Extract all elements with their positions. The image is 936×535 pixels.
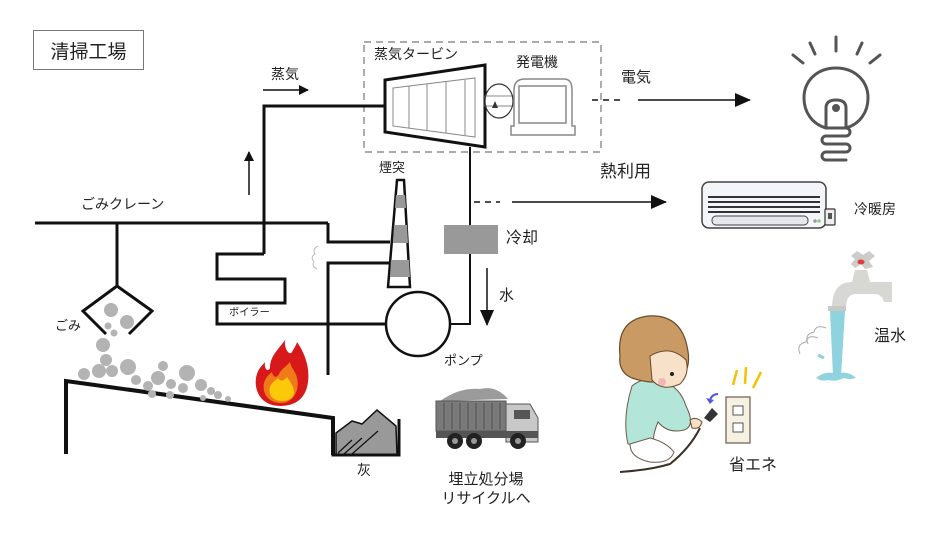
boiler-tubes — [215, 252, 385, 326]
garbage-label: ごみ — [55, 319, 82, 334]
turbine-blades — [392, 77, 476, 138]
water-label: 水 — [499, 286, 515, 304]
cooling-block — [444, 225, 498, 254]
smoke-puff — [311, 245, 319, 270]
chimney-stripe — [395, 195, 406, 208]
ash-hatch — [351, 430, 379, 455]
cooling-label: 冷却 — [506, 228, 539, 247]
flue-duct-bottom — [326, 261, 390, 375]
landfill-label-line1: 埋立処分場 — [448, 470, 524, 488]
page-title: 清掃工場 — [33, 30, 144, 70]
turbine-shaft — [484, 95, 516, 107]
woman-unplugging-icon — [618, 315, 763, 473]
garbage-crane-label: ごみクレーン — [81, 197, 165, 213]
electricity-label: 電気 — [621, 68, 652, 86]
rotation-arrow — [484, 83, 514, 119]
turbine-enclosure — [363, 41, 602, 153]
ash-hatch — [337, 439, 353, 454]
generator-window — [518, 85, 567, 124]
chimney-stripe — [390, 260, 410, 277]
light-bulb-icon — [791, 35, 882, 162]
hot-water-faucet-icon — [798, 251, 892, 381]
hot-water-label: 温水 — [874, 326, 907, 345]
steam-turbine-label: 蒸気タービン — [374, 47, 458, 63]
heating-cooling-label: 冷暖房 — [854, 202, 896, 218]
ash-label: 灰 — [357, 463, 371, 479]
flue-duct-top — [326, 223, 390, 244]
ash-pile — [335, 408, 398, 456]
boiler-label: ボイラー — [229, 306, 270, 319]
chimney-label: 煙突 — [379, 161, 406, 176]
landfill-label-line2: リサイクルへ — [441, 489, 531, 507]
energy-saving-label: 省エネ — [729, 455, 778, 474]
heat-use-label: 熱利用 — [600, 162, 651, 182]
chimney-stripe — [393, 225, 408, 243]
rotation-arrowhead — [492, 101, 498, 108]
generator-label: 発電機 — [516, 55, 558, 71]
crane-grab — [80, 284, 155, 336]
steam-label: 蒸気 — [271, 67, 299, 83]
pump-label: ポンプ — [444, 354, 483, 369]
ash-hatch — [343, 437, 363, 455]
air-conditioner-icon — [701, 181, 836, 229]
steam-pipe — [262, 104, 385, 254]
dump-truck-icon — [435, 388, 539, 449]
ash-bin — [331, 418, 401, 457]
condensate-pipe — [450, 147, 471, 325]
fire-icon — [255, 340, 309, 406]
garbage-particles — [78, 303, 231, 402]
pump — [384, 290, 452, 358]
